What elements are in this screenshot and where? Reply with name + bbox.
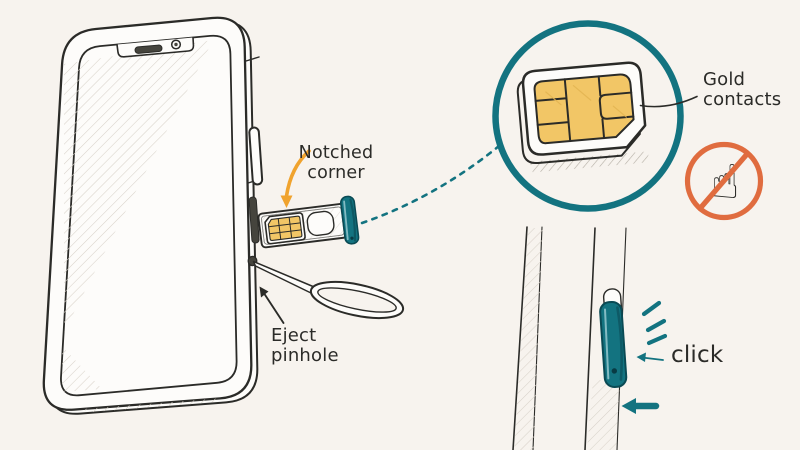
sim-tray xyxy=(257,195,360,249)
closeup-cap-pinhole xyxy=(611,368,618,374)
eject-pinhole-arrow xyxy=(261,290,285,324)
edge-hatch-left xyxy=(514,228,543,450)
click-emphasis-marks xyxy=(641,300,668,346)
phone-screen xyxy=(60,34,238,397)
notched-corner-label: Notched corner xyxy=(288,143,384,184)
notched-corner-line2: corner xyxy=(307,162,365,183)
gold-contacts-line1: Gold xyxy=(703,69,746,90)
gold-contacts-pointer xyxy=(639,95,698,108)
phone-illustration xyxy=(42,16,264,415)
click-pointer-arrow xyxy=(641,356,664,361)
gold-contacts-line2: contacts xyxy=(703,89,782,111)
prohibition-slash xyxy=(697,150,751,212)
closeup-cap-shade xyxy=(616,306,623,381)
edge-hatch-right xyxy=(587,380,620,450)
tray-cap-shade xyxy=(349,198,357,242)
screen-hatch-bottom xyxy=(62,346,102,392)
antenna-line-top xyxy=(245,56,260,62)
closeup-cap-highlight xyxy=(604,308,610,380)
push-arrowhead xyxy=(621,398,636,414)
no-touch-icon: ☝ xyxy=(684,141,764,221)
notched-corner-arrow xyxy=(284,149,311,198)
camera-lens-dot xyxy=(174,42,178,47)
magnifier-detail xyxy=(492,20,698,212)
tray-cap-pinhole xyxy=(350,236,354,240)
sim-gold-sheen xyxy=(545,84,627,118)
eject-pinhole-line2: pinhole xyxy=(271,345,339,367)
click-label: click xyxy=(671,342,724,368)
speaker-grille xyxy=(134,44,163,54)
sim-contact-grid-small xyxy=(268,216,302,240)
sim-gold-pad-small xyxy=(267,215,303,242)
sim-contact-grid-large xyxy=(534,75,635,143)
eject-pinhole-line1: Eject xyxy=(271,325,317,346)
side-button xyxy=(248,126,264,186)
phone-bottom-hatch xyxy=(84,398,223,413)
sim-card-large xyxy=(516,61,650,173)
sim-slot-opening xyxy=(248,196,260,244)
gold-contacts-label: Gold contacts xyxy=(703,69,782,111)
pin-loop-inner xyxy=(317,287,397,313)
tray-cap-highlight xyxy=(343,200,349,241)
edge-line-3 xyxy=(584,227,596,450)
sim-gold-pad-large xyxy=(533,73,635,145)
notched-corner-arrowhead xyxy=(280,195,293,208)
notched-corner-line1: Notched xyxy=(298,143,374,163)
closeup-tray-cap xyxy=(599,300,628,388)
click-pointer-arrowhead xyxy=(636,352,646,362)
magnifier-circle xyxy=(492,20,684,212)
eject-pin-tool xyxy=(252,260,405,320)
click-closeup xyxy=(512,226,668,450)
screen-hatch-top xyxy=(64,40,213,332)
prohibition-circle xyxy=(684,141,764,221)
tray-empty-seat xyxy=(306,210,335,237)
edge-line-1 xyxy=(512,226,528,450)
eject-pinhole-label: Eject pinhole xyxy=(271,325,339,367)
zoom-dashed-link xyxy=(360,144,501,225)
eject-pinhole-arrowhead xyxy=(259,286,269,298)
